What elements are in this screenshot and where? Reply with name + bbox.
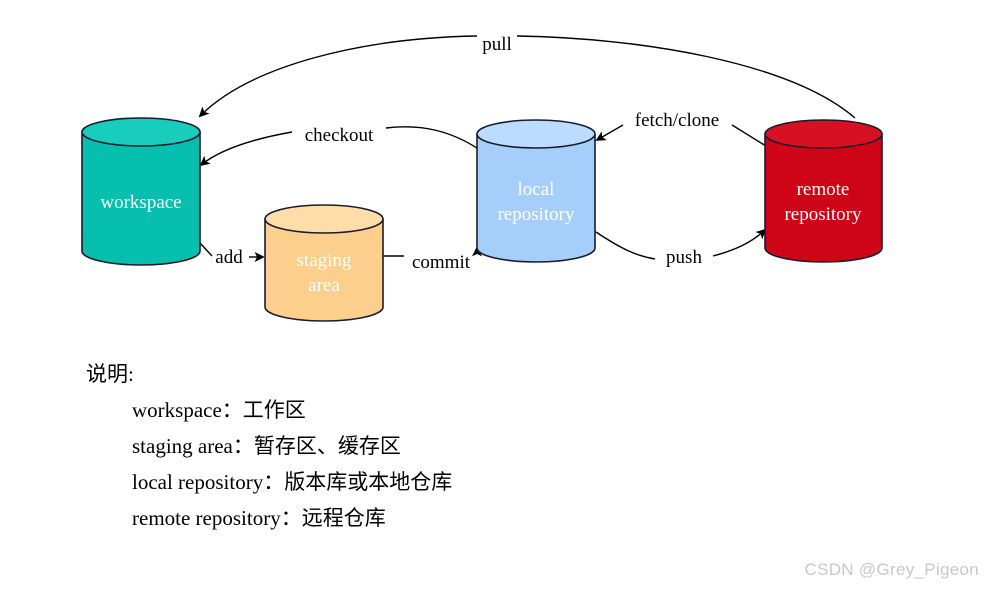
legend-item-staging-area: staging area：暂存区、缓存区	[132, 436, 846, 457]
local-repository-body	[476, 133, 596, 263]
legend-separator-remote-repository: ：	[280, 506, 302, 531]
staging-area-label-line2: area	[308, 275, 340, 296]
edge-push: push	[595, 228, 767, 268]
local-repository-label-line2: repository	[497, 204, 575, 225]
legend: 说明: workspace：工作区 staging area：暂存区、缓存区 l…	[86, 362, 846, 544]
edge-fetch-clone: fetch/clone	[595, 110, 767, 147]
edge-pull-path-right	[516, 35, 856, 119]
remote-repository-label-line2: repository	[784, 204, 862, 225]
staging-area-body	[264, 218, 384, 322]
legend-item-workspace: workspace：工作区	[132, 400, 846, 421]
edge-add: add	[199, 242, 265, 268]
legend-term-remote-repository: remote repository	[132, 506, 281, 531]
staging-area-label-line1: staging	[297, 250, 352, 271]
legend-item-remote-repository: remote repository：远程仓库	[132, 508, 846, 529]
remote-repository-top	[764, 119, 883, 149]
node-workspace[interactable]: workspace	[81, 117, 201, 266]
workspace-body	[81, 131, 201, 266]
legend-meaning-remote-repository: 远程仓库	[301, 506, 386, 531]
edge-pull: pull	[198, 34, 856, 119]
local-repository-label-line1: local	[518, 179, 555, 200]
node-staging-area[interactable]: staging area	[264, 204, 384, 322]
legend-term-staging-area: staging area	[132, 434, 233, 459]
legend-meaning-workspace: 工作区	[242, 398, 306, 423]
remote-repository-body	[764, 133, 883, 263]
edge-fetch-clone-label: fetch/clone	[635, 110, 719, 131]
edge-push-path-right	[712, 228, 767, 257]
node-local-repository[interactable]: local repository	[476, 119, 596, 263]
local-repository-top	[476, 119, 596, 149]
staging-area-top	[264, 204, 384, 234]
legend-separator-workspace: ：	[221, 398, 243, 423]
edge-checkout: checkout	[199, 125, 481, 167]
legend-term-local-repository: local repository	[132, 470, 264, 495]
edge-checkout-path-right	[385, 126, 481, 151]
remote-repository-label-line1: remote	[797, 179, 850, 200]
legend-separator-staging-area: ：	[232, 434, 254, 459]
workspace-top	[81, 117, 201, 147]
edge-pull-path-left	[198, 35, 478, 118]
edge-push-path-left	[595, 231, 656, 260]
workspace-label: workspace	[100, 192, 181, 213]
legend-title: 说明:	[86, 362, 134, 386]
legend-meaning-staging-area: 暂存区、缓存区	[253, 434, 401, 459]
legend-list: workspace：工作区 staging area：暂存区、缓存区 local…	[86, 400, 846, 529]
edge-fetch-clone-path-right	[731, 124, 767, 147]
edge-checkout-path-left	[199, 131, 293, 167]
edge-fetch-clone-path-left	[595, 124, 624, 141]
node-remote-repository[interactable]: remote repository	[764, 119, 883, 263]
edge-push-label: push	[666, 247, 702, 268]
edge-commit: commit	[383, 246, 483, 273]
legend-meaning-local-repository: 版本库或本地仓库	[284, 470, 453, 495]
edge-commit-label: commit	[412, 252, 471, 273]
legend-term-workspace: workspace	[132, 398, 222, 423]
legend-item-local-repository: local repository：版本库或本地仓库	[132, 472, 846, 493]
edge-add-path-left	[199, 242, 213, 257]
watermark: CSDN @Grey_Pigeon	[804, 560, 979, 579]
edge-add-label: add	[215, 247, 243, 268]
edge-checkout-label: checkout	[305, 125, 374, 146]
edge-pull-label: pull	[482, 34, 512, 55]
legend-separator-local-repository: ：	[263, 470, 285, 495]
